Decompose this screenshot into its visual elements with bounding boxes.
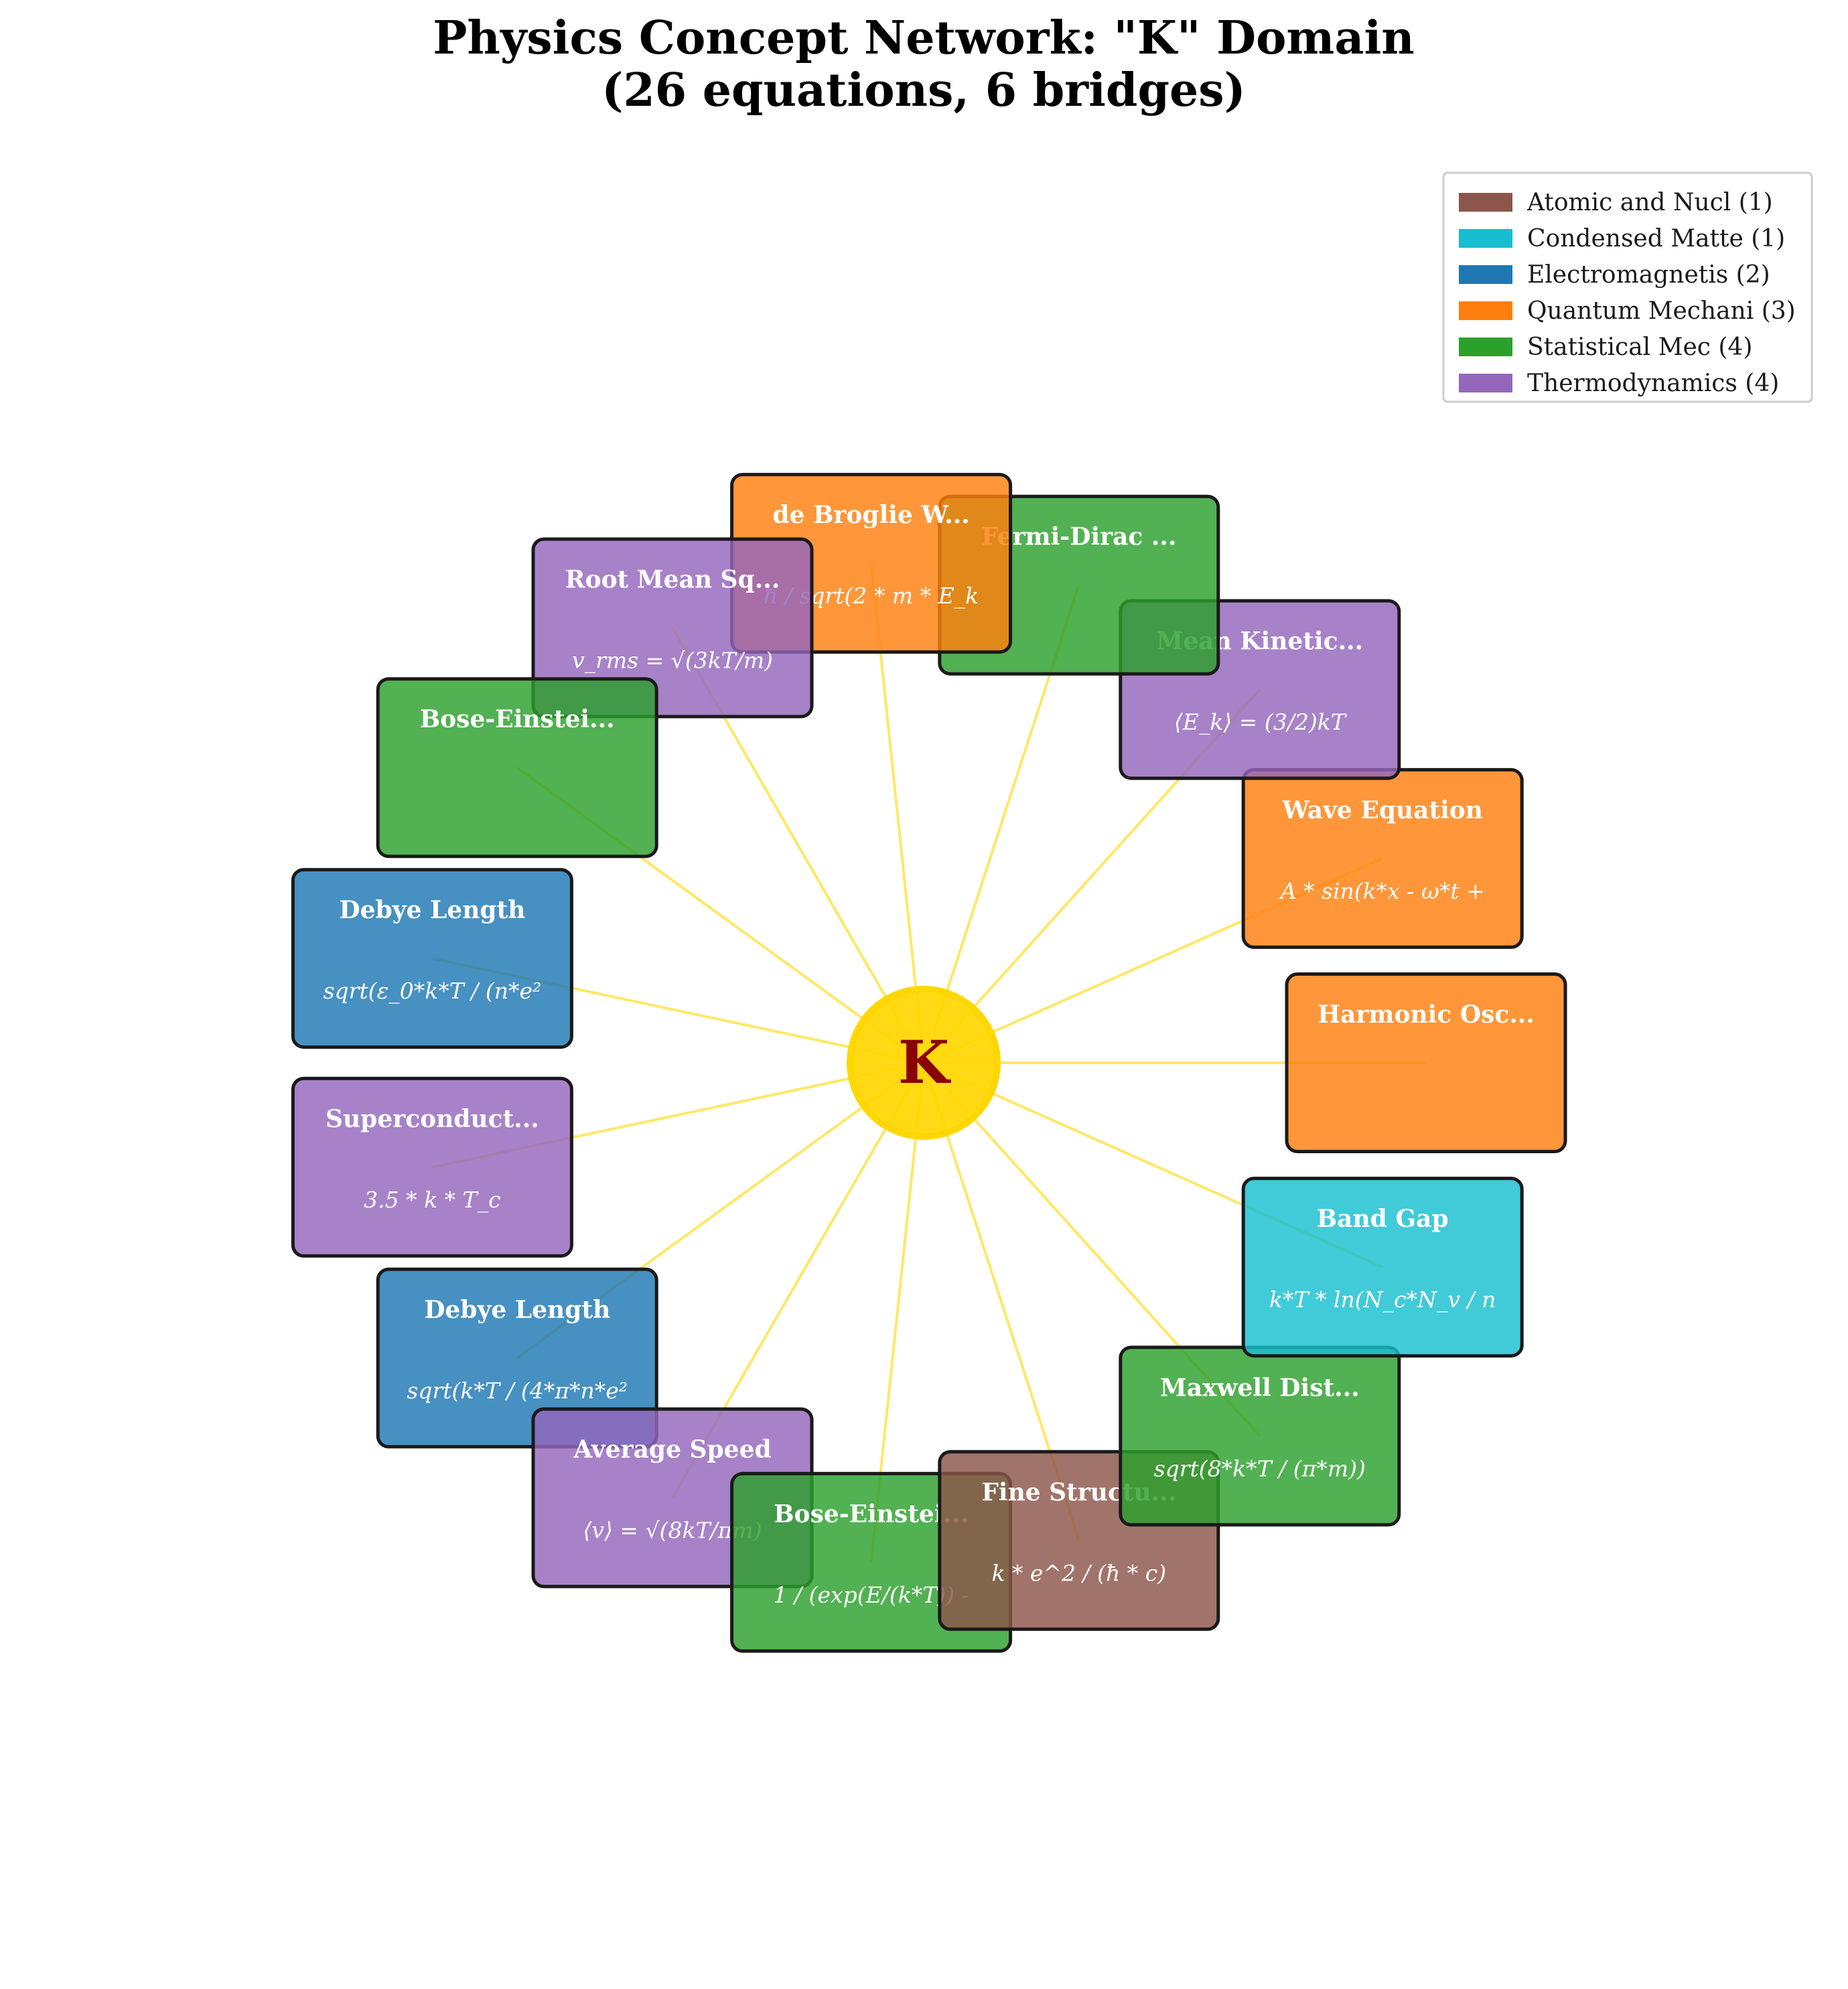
node-title: Bose-Einstei...: [420, 705, 615, 733]
node-equation: k * e^2 / (ħ * c): [991, 1560, 1166, 1586]
node-equation: ⟨E_k⟩ = (3/2)kT: [1174, 709, 1348, 736]
node-title: Debye Length: [339, 896, 525, 924]
equation-node[interactable]: Debye Length sqrt(k*T / (4*π*n*e²: [376, 1267, 658, 1449]
node-title: Bose-Einstei...: [774, 1500, 969, 1528]
hub-node: K: [847, 986, 1001, 1140]
legend-entry: Atomic and Nucl (1): [1459, 189, 1773, 216]
legend-frame: [1442, 171, 1813, 403]
node-title: de Broglie W...: [772, 501, 969, 529]
node-equation: sqrt(ε_0*k*T / (n*e²: [324, 978, 542, 1005]
equation-node[interactable]: Band Gap k*T * ln(N_c*N_v / n: [1241, 1177, 1524, 1358]
node-box: [291, 1076, 573, 1258]
node-box: [531, 537, 814, 719]
equation-node[interactable]: Superconduct... 3.5 * k * T_c: [291, 1076, 573, 1258]
node-box: [1285, 972, 1567, 1153]
legend-label: Electromagnetis (2): [1527, 261, 1770, 289]
node-title: Debye Length: [424, 1296, 610, 1324]
node-equation: A * sin(k*x - ω*t +: [1279, 878, 1485, 904]
legend-swatch: [1459, 229, 1512, 248]
node-equation: k*T * ln(N_c*N_v / n: [1269, 1286, 1496, 1313]
legend-entry: Condensed Matte (1): [1459, 225, 1785, 252]
legend-swatch: [1459, 374, 1512, 392]
equation-node[interactable]: Harmonic Osc...: [1285, 972, 1567, 1153]
title-line-1: Physics Concept Network: "K" Domain: [433, 11, 1414, 65]
node-box: [1241, 1177, 1524, 1358]
node-title: Superconduct...: [326, 1105, 539, 1133]
node-box: [291, 868, 573, 1049]
node-box: [376, 1267, 658, 1449]
legend-label: Statistical Mec (4): [1527, 334, 1752, 361]
node-title: Harmonic Osc...: [1318, 1001, 1535, 1029]
hub-label: K: [898, 1027, 952, 1097]
legend-entry: Statistical Mec (4): [1459, 334, 1752, 361]
node-equation: sqrt(k*T / (4*π*n*e²: [407, 1378, 628, 1404]
node-box: [376, 677, 658, 859]
legend-label: Condensed Matte (1): [1527, 225, 1785, 252]
equation-node[interactable]: Root Mean Sq... v_rms = √(3kT/m): [531, 537, 814, 719]
chart-title: Physics Concept Network: "K" Domain (26 …: [433, 11, 1414, 117]
legend: Atomic and Nucl (1) Condensed Matte (1) El…: [1442, 171, 1813, 403]
node-layer: Harmonic Osc... Wave Equation A * sin(k*x …: [291, 473, 1567, 1653]
legend-swatch: [1459, 301, 1512, 320]
legend-swatch: [1459, 193, 1512, 212]
equation-node[interactable]: Maxwell Dist... sqrt(8*k*T / (π*m)): [1119, 1345, 1401, 1527]
node-equation: 1 / (exp(E/(k*T)) -: [774, 1582, 969, 1608]
legend-swatch: [1459, 265, 1512, 284]
node-title: Band Gap: [1317, 1205, 1449, 1233]
node-equation: 3.5 * k * T_c: [364, 1187, 500, 1213]
equation-node[interactable]: Debye Length sqrt(ε_0*k*T / (n*e²: [291, 868, 573, 1049]
legend-label: Thermodynamics (4): [1527, 370, 1779, 397]
legend-label: Atomic and Nucl (1): [1526, 189, 1773, 216]
title-line-2: (26 equations, 6 bridges): [601, 64, 1245, 117]
legend-entry: Thermodynamics (4): [1459, 370, 1779, 397]
node-equation: v_rms = √(3kT/m): [572, 648, 773, 674]
node-title: Wave Equation: [1281, 796, 1483, 824]
equation-node[interactable]: Bose-Einstei...: [376, 677, 658, 859]
node-title: Root Mean Sq...: [565, 566, 780, 594]
legend-swatch: [1459, 338, 1512, 356]
node-title: Average Speed: [573, 1436, 771, 1464]
equation-node[interactable]: Wave Equation A * sin(k*x - ω*t +: [1241, 767, 1524, 949]
node-equation: sqrt(8*k*T / (π*m)): [1154, 1455, 1366, 1481]
node-title: Fermi-Dirac ...: [981, 523, 1176, 551]
legend-label: Quantum Mechani (3): [1527, 297, 1796, 325]
legend-entry: Quantum Mechani (3): [1459, 297, 1796, 325]
node-title: Maxwell Dist...: [1160, 1374, 1360, 1402]
legend-entry: Electromagnetis (2): [1459, 261, 1770, 289]
hub-circle: [847, 986, 1001, 1140]
